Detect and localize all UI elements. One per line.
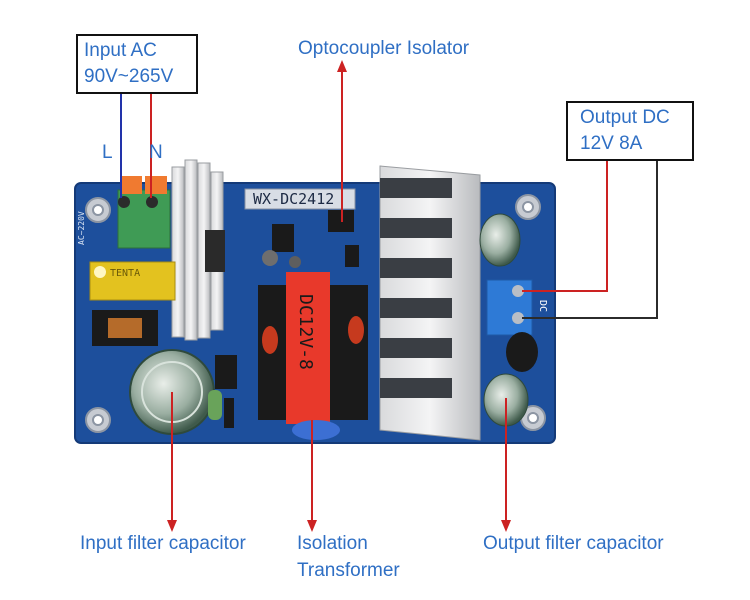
tl431 (345, 245, 359, 267)
silk-dc: DC (537, 300, 548, 312)
output-neg-pointer (522, 160, 658, 319)
model-label: WX-DC2412 (253, 190, 334, 208)
output-terminal-block (486, 279, 533, 336)
line-N-label: N (149, 142, 163, 163)
pointer-lines (120, 70, 658, 525)
output-inductor (506, 332, 538, 372)
optocoupler-arrowhead (337, 60, 347, 72)
model-label-plate (244, 188, 356, 210)
input-choke (92, 310, 158, 346)
input-ac-title: Input AC (84, 40, 157, 61)
ic-chip (272, 224, 294, 252)
diode-b (224, 398, 234, 428)
isolation-transformer: DC12V-8 (258, 272, 368, 424)
line-L-label: L (102, 142, 113, 163)
input-filter-capacitor-label: Input filter capacitor (80, 533, 246, 554)
fuse-mark: TENTA (110, 268, 140, 279)
transformer-mark: DC12V-8 (295, 294, 316, 370)
input-ac-range: 90V~265V (84, 66, 174, 87)
isolation-transformer-label-2: Transformer (297, 560, 400, 581)
isolation-transformer-label-1: Isolation (297, 533, 368, 554)
input-cap-arrowhead (167, 520, 177, 532)
transformer-arrowhead (307, 520, 317, 532)
y-capacitor (292, 420, 340, 440)
output-dc-title: Output DC (580, 107, 670, 128)
output-dc-value: 12V 8A (580, 133, 643, 154)
arrowheads (167, 60, 511, 532)
silk-ac: AC~220V (77, 211, 86, 245)
optocoupler-label: Optocoupler Isolator (298, 38, 470, 59)
output-cap-arrowhead (501, 520, 511, 532)
small-cap-green (208, 390, 222, 420)
bridge-chip (205, 230, 225, 272)
output-dc-box: Output DC 12V 8A (566, 101, 694, 161)
output-capacitor-top (479, 213, 521, 267)
output-pos-pointer (522, 160, 608, 292)
small-cap-2 (289, 256, 301, 268)
small-cap (262, 250, 278, 266)
output-heatsink (379, 165, 481, 441)
fuse-component: TENTA (89, 261, 176, 301)
input-ac-box: Input AC 90V~265V (76, 34, 198, 94)
output-filter-capacitor-label: Output filter capacitor (483, 533, 664, 554)
diode-a (215, 355, 237, 389)
